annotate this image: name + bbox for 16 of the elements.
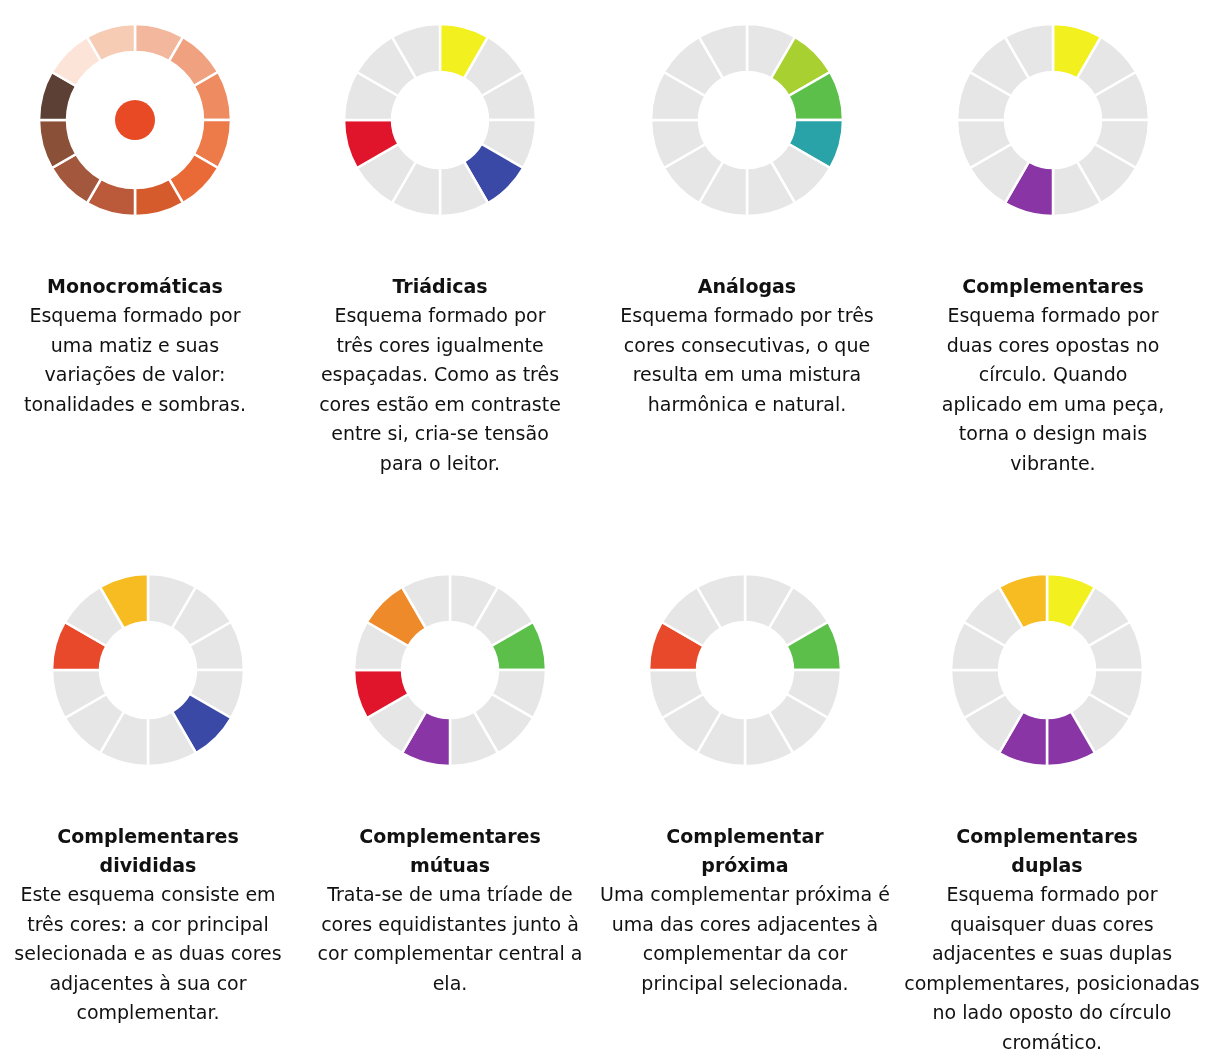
scheme-title: Análogas: [696, 274, 798, 299]
scheme-title: Complementares duplas: [955, 824, 1139, 878]
scheme-description: Esquema formado por três cores consecutivas, o que resulta em uma mistura harmônica e natural.: [619, 303, 875, 417]
scheme-description: Uma complementar próxima é uma das cores adjacentes à complementar da cor principal selecionada.: [600, 882, 890, 996]
scheme-description: Esquema formado por três cores igualmente espaçadas. Como as três cores estão em contraste entre si, cria-se tensão para o leitor.: [318, 303, 562, 476]
scheme-title: Complementares mútuas: [358, 824, 542, 878]
scheme-description: Trata-se de uma tríade de cores equidistantes junto à cor complementar central a ela.: [316, 882, 584, 996]
scheme-description: Este esquema consiste em três cores: a cor principal selecionada e as duas cores adjacentes à sua cor complementar.: [13, 882, 283, 1025]
scheme-title: Monocromáticas: [46, 274, 224, 299]
scheme-description: Esquema formado por duas cores opostas no círculo. Quando aplicado em uma peça, torna o design mais vibrante.: [940, 303, 1166, 476]
scheme-title: Triádicas: [391, 274, 489, 299]
scheme-title: Complementares divididas: [56, 824, 240, 878]
scheme-title: Complementar próxima: [665, 824, 825, 878]
scheme-description: Esquema formado por quaisquer duas cores adjacentes e suas duplas complementares, posicionadas no lado oposto do círculo cromático.: [903, 882, 1201, 1055]
scheme-description: Esquema formado por uma matiz e suas variações de valor: tonalidades e sombras.: [23, 303, 247, 417]
scheme-title: Complementares: [961, 274, 1145, 299]
